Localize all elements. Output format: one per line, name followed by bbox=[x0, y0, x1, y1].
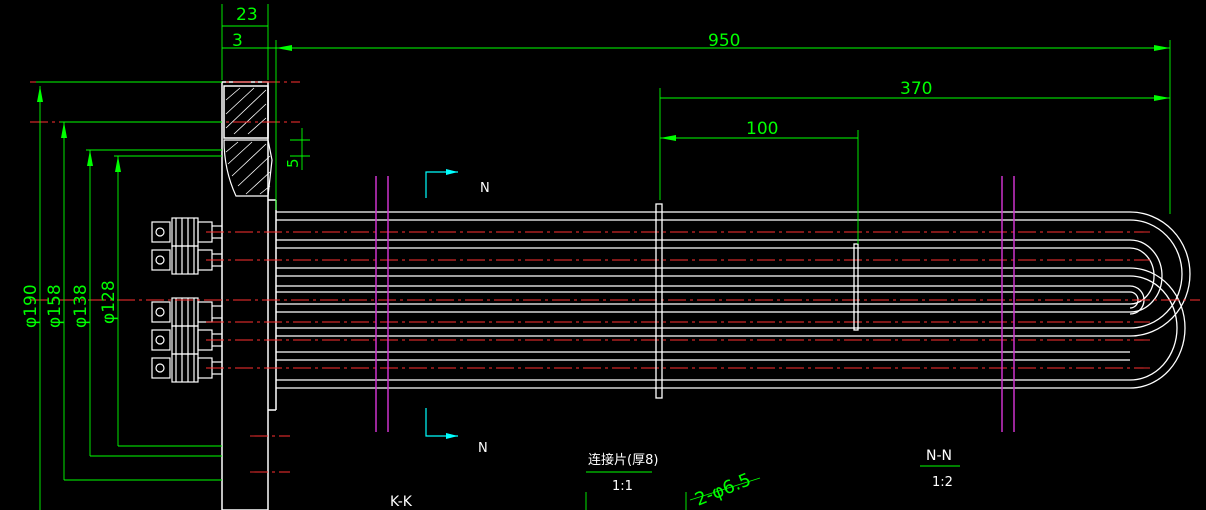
flange bbox=[221, 81, 277, 510]
flange-hatch bbox=[223, 87, 273, 197]
flange-groove bbox=[223, 85, 269, 139]
dim-dia190: φ190 bbox=[21, 284, 41, 328]
flange-body bbox=[221, 81, 269, 510]
bolt-4 bbox=[151, 325, 222, 355]
dimension-lines bbox=[36, 4, 1171, 510]
dim-dia128: φ128 bbox=[99, 280, 119, 324]
dim-23: 23 bbox=[236, 5, 258, 25]
baffle-plate bbox=[655, 203, 859, 399]
connector-plate-title: 连接片(厚8) bbox=[588, 452, 658, 468]
nn-view-scale: 1:2 bbox=[932, 475, 953, 490]
dim-dia138: φ138 bbox=[71, 284, 91, 328]
terminal-bolts bbox=[151, 217, 222, 383]
dim-5: 5 bbox=[284, 158, 302, 168]
section-arrows bbox=[446, 169, 458, 439]
dim-370: 370 bbox=[900, 79, 932, 99]
connector-plate-scale: 1:1 bbox=[612, 479, 633, 494]
section-label-kk: K-K bbox=[390, 494, 413, 510]
dim-950: 950 bbox=[708, 31, 740, 51]
dim-100: 100 bbox=[746, 119, 778, 139]
section-label-n-top: N bbox=[480, 181, 490, 196]
dim-dia158: φ158 bbox=[45, 284, 65, 328]
nn-view-title: N-N bbox=[926, 448, 952, 464]
support-plates bbox=[375, 176, 1015, 432]
dimension-arrows bbox=[37, 45, 1170, 172]
centerlines bbox=[30, 81, 1200, 473]
section-label-n-bottom: N bbox=[478, 441, 488, 456]
heating-tubes bbox=[276, 211, 1191, 389]
dim-3: 3 bbox=[232, 31, 243, 51]
dim-holes: 2-φ6.5 bbox=[692, 469, 754, 510]
